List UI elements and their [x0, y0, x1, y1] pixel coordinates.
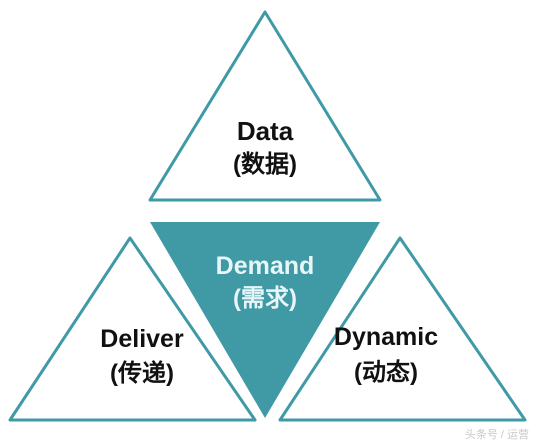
right-title: Dynamic: [334, 323, 438, 351]
center-triangle: [150, 222, 380, 418]
top-triangle: [148, 10, 382, 202]
center-subtitle: (需求): [233, 285, 297, 312]
top-subtitle: (数据): [233, 151, 297, 178]
top-title: Data: [237, 116, 294, 146]
left-subtitle: (传递): [110, 359, 174, 387]
watermark: 头条号 / 运营: [464, 429, 529, 441]
right-triangle: [278, 236, 527, 422]
left-triangle: [8, 236, 257, 422]
right-subtitle: (动态): [354, 358, 418, 386]
center-title: Demand: [216, 252, 315, 280]
left-title: Deliver: [100, 325, 184, 353]
